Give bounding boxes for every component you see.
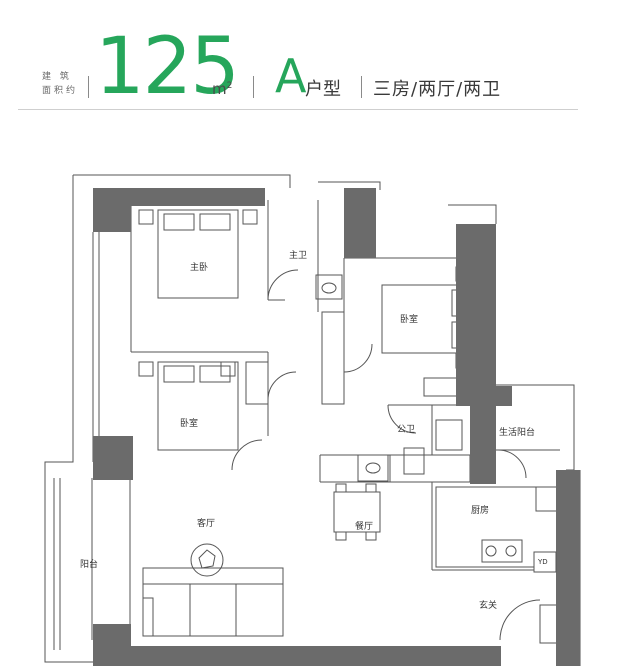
area-caption-line2: 面积约 [42,86,79,96]
room-label-public-bath: 公卫 [397,425,416,435]
area-unit-exponent: 2 [226,81,233,91]
header-rule [18,109,578,110]
room-label-dining-room: 餐厅 [355,522,374,532]
area-unit-base: m [212,80,227,98]
room-label-entrance: 玄关 [479,601,498,611]
room-label-master-bedroom: 主卧 [190,263,209,273]
room-label-bedroom-right: 卧室 [400,315,419,325]
divider [88,76,89,98]
room-label-service-balcony: 生活阳台 [499,428,536,438]
room-label-kitchen: 厨房 [471,506,490,516]
room-summary: 三房/两厅/两卫 [373,79,502,100]
unit-type-word: 户型 [305,79,341,100]
area-value: 125 [95,22,240,112]
plan-header: 建 筑 面积约 125 m2 A 户型 三房/两厅/两卫 [0,0,622,112]
room-label-bedroom-left: 卧室 [180,419,199,429]
room-label-balcony: 阳台 [80,560,99,570]
room-label-master-bath: 主卫 [289,251,308,261]
room-label-living-room: 客厅 [197,519,216,529]
area-caption: 建 筑 面积约 [42,70,78,98]
area-caption-line1: 建 筑 [42,72,72,82]
outline [44,174,581,666]
divider [253,76,254,98]
area-unit: m2 [212,80,232,98]
washer-label: YD [538,558,548,566]
unit-type-letter: A [275,49,307,103]
structural-walls [93,188,580,666]
washer [533,551,557,573]
divider [361,76,362,98]
